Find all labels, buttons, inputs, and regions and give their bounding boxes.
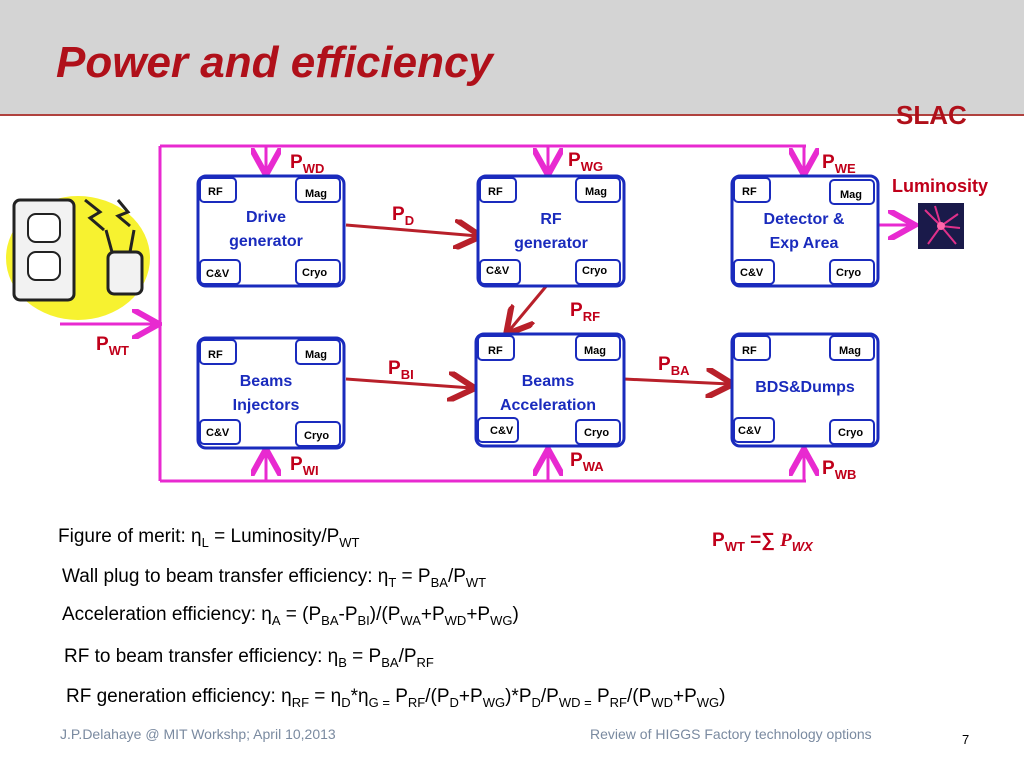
label-p-wg: PWG xyxy=(568,150,603,174)
slide-title: Power and efficiency xyxy=(56,38,493,87)
sub-cv: C&V xyxy=(486,265,510,277)
box-name-line1: Drive xyxy=(246,209,286,226)
box-rf-generator: RF Mag C&V Cryo RF generator xyxy=(476,174,626,288)
label-p-ba: PBA xyxy=(658,354,690,378)
sub-cryo: Cryo xyxy=(584,427,609,439)
sub-rf: RF xyxy=(742,345,757,357)
header-divider xyxy=(0,114,1024,116)
sub-mag: Mag xyxy=(585,186,607,198)
box-name-line2: Acceleration xyxy=(500,397,596,414)
sub-rf: RF xyxy=(488,186,503,198)
header-band xyxy=(0,0,1024,116)
formula-rf-generation: RF generation efficiency: ηRF = ηD*ηG = … xyxy=(66,686,726,710)
formula-acceleration: Acceleration efficiency: ηA = (PBA-PBI)/… xyxy=(62,604,519,628)
sub-cv: C&V xyxy=(738,425,762,437)
sub-cv: C&V xyxy=(206,268,230,280)
label-p-we: PWE xyxy=(822,152,856,176)
label-p-wi: PWI xyxy=(290,454,319,478)
box-name-line2: generator xyxy=(514,235,588,252)
sub-cv: C&V xyxy=(206,427,230,439)
formula-wall-plug: Wall plug to beam transfer efficiency: η… xyxy=(62,566,487,590)
sub-cryo: Cryo xyxy=(582,265,607,277)
box-drive-generator: RF Mag C&V Cryo Drive generator xyxy=(196,174,346,288)
footer-title: Review of HIGGS Factory technology optio… xyxy=(590,726,872,742)
page-number: 7 xyxy=(962,732,970,747)
sub-rf: RF xyxy=(208,349,223,361)
slac-logo: SLAC xyxy=(896,100,967,130)
sub-mag: Mag xyxy=(305,188,327,200)
label-p-d: PD xyxy=(392,204,414,228)
box-name-line1: RF xyxy=(540,211,562,228)
label-p-bi: PBI xyxy=(388,358,414,382)
label-p-wd: PWD xyxy=(290,152,324,176)
sub-cryo: Cryo xyxy=(836,267,861,279)
sub-cv: C&V xyxy=(740,267,764,279)
box-name-line1: Detector & xyxy=(764,211,845,228)
sub-rf: RF xyxy=(488,345,503,357)
luminosity-event-image xyxy=(918,203,964,249)
sub-mag: Mag xyxy=(840,189,862,201)
label-p-wt: PWT xyxy=(96,334,129,358)
footer-author: J.P.Delahaye @ MIT Workshp; April 10,201… xyxy=(60,726,336,742)
box-name-line2: Injectors xyxy=(233,397,300,414)
box-name-line1: BDS&Dumps xyxy=(755,379,855,396)
formula-rf-to-beam: RF to beam transfer efficiency: ηB = PBA… xyxy=(64,646,434,670)
sub-rf: RF xyxy=(742,186,757,198)
sub-cryo: Cryo xyxy=(304,430,329,442)
box-detector-exp-area: RF Mag C&V Cryo Detector & Exp Area xyxy=(730,174,880,288)
sub-mag: Mag xyxy=(839,345,861,357)
sub-cryo: Cryo xyxy=(838,427,863,439)
label-p-rf: PRF xyxy=(570,300,600,324)
sub-cv: C&V xyxy=(490,425,514,437)
sub-mag: Mag xyxy=(584,345,606,357)
box-beams-injectors: RF Mag C&V Cryo Beams Injectors xyxy=(196,336,346,450)
sub-rf: RF xyxy=(208,186,223,198)
power-distribution-lines xyxy=(60,144,912,483)
formula-pwt-sum: PWT =∑ PWX xyxy=(712,530,813,554)
sub-cryo: Cryo xyxy=(302,267,327,279)
label-p-wa: PWA xyxy=(570,450,604,474)
box-name-line1: Beams xyxy=(522,373,575,390)
wall-plug-illustration xyxy=(6,196,150,320)
sub-mag: Mag xyxy=(305,349,327,361)
label-p-wb: PWB xyxy=(822,458,856,482)
box-beams-acceleration: RF Mag C&V Cryo Beams Acceleration xyxy=(474,332,626,448)
box-name-line1: Beams xyxy=(240,373,293,390)
label-luminosity: Luminosity xyxy=(892,176,988,196)
formula-figure-of-merit: Figure of merit: ηL = Luminosity/PWT xyxy=(58,526,360,550)
box-name-line2: generator xyxy=(229,233,303,250)
box-name-line2: Exp Area xyxy=(770,235,839,252)
box-bds-dumps: RF Mag C&V Cryo BDS&Dumps xyxy=(730,332,880,448)
beam-flow-arrows xyxy=(345,225,730,388)
